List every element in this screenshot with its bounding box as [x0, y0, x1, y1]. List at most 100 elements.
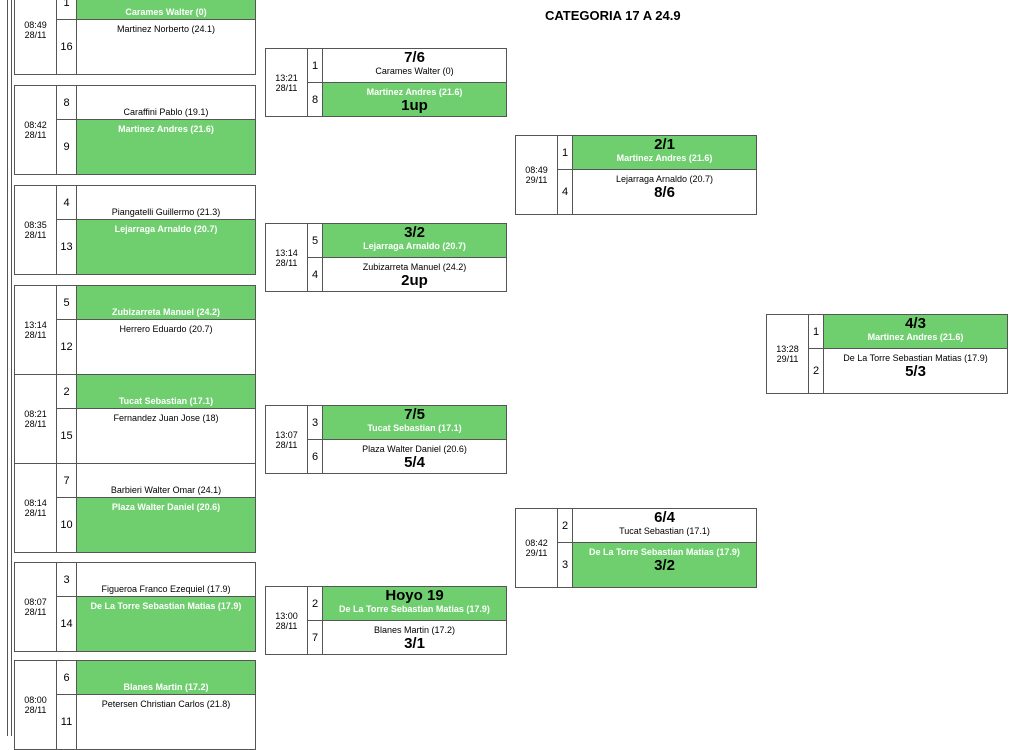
seed-top: 2: [308, 587, 323, 621]
match-time-date: 28/11: [24, 130, 47, 140]
player-top-row[interactable]: Figueroa Franco Ezequiel (17.9): [77, 563, 255, 597]
match-time-date: 28/11: [24, 230, 47, 240]
player-top-row[interactable]: Piangatelli Guillermo (21.3): [77, 186, 255, 220]
player-top-name: Figueroa Franco Ezequiel (17.9): [101, 584, 231, 594]
player-bottom-name: Lejarraga Arnaldo (20.7): [615, 174, 714, 184]
player-top-name: Tucat Sebastian (17.1): [367, 423, 462, 433]
player-top-name: Blanes Martin (17.2): [123, 682, 209, 692]
match-time-hour: 08:42: [24, 120, 47, 130]
player-bottom-name: Plaza Walter Daniel (20.6): [111, 502, 221, 512]
player-top-row[interactable]: Blanes Martin (17.2): [77, 661, 255, 695]
player-bottom-name: Fernandez Juan Jose (18): [113, 413, 219, 423]
score-bottom: 3/1: [404, 635, 425, 652]
player-top-row[interactable]: Tucat Sebastian (17.1): [77, 375, 255, 409]
seed-bottom: 9: [57, 120, 77, 174]
match-time-date: 28/11: [275, 620, 298, 631]
seed-top: 5: [308, 224, 323, 258]
score-top: 7/5: [404, 406, 425, 423]
player-bottom-row[interactable]: De La Torre Sebastian Matias (17.9)5/3: [824, 349, 1007, 393]
match-time-hour: 08:35: [24, 220, 47, 230]
match-time-hour: 08:49: [24, 20, 47, 30]
seed-top: 1: [308, 49, 323, 83]
score-top: 4/3: [905, 315, 926, 332]
seed-bottom: 15: [57, 409, 77, 463]
player-top-row[interactable]: Caraffini Pablo (19.1): [77, 86, 255, 120]
score-top: Hoyo 19: [385, 587, 444, 604]
match-time-date: 29/11: [525, 175, 548, 185]
player-top-name: Caraffini Pablo (19.1): [123, 107, 209, 117]
player-bottom-name: Lejarraga Arnaldo (20.7): [114, 224, 218, 234]
player-top-row[interactable]: Carames Walter (0): [77, 0, 255, 20]
score-bottom: 5/3: [905, 363, 926, 380]
player-bottom-row[interactable]: Martinez Andres (21.6)1up: [323, 83, 506, 116]
seed-top: 3: [57, 563, 77, 597]
match-time-hour: 13:21: [275, 72, 298, 83]
score-top: 3/2: [404, 224, 425, 241]
player-bottom-row[interactable]: Martinez Andres (21.6): [77, 120, 255, 174]
match-time-date: 28/11: [275, 82, 298, 93]
left-border-line: [7, 0, 8, 736]
match-time-date: 28/11: [24, 705, 47, 715]
seed-bottom: 6: [308, 440, 323, 473]
seed-top: 2: [57, 375, 77, 409]
player-bottom-row[interactable]: Zubizarreta Manuel (24.2)2up: [323, 258, 506, 291]
category-title: CATEGORIA 17 A 24.9: [545, 8, 681, 23]
seed-top: 3: [308, 406, 323, 440]
seed-bottom: 12: [57, 320, 77, 374]
player-bottom-row[interactable]: Lejarraga Arnaldo (20.7)8/6: [573, 170, 756, 214]
player-bottom-name: De La Torre Sebastian Matias (17.9): [843, 353, 988, 363]
player-top-row[interactable]: Zubizarreta Manuel (24.2): [77, 286, 255, 320]
player-bottom-row[interactable]: De La Torre Sebastian Matias (17.9): [77, 597, 255, 651]
seed-bottom: 16: [57, 20, 77, 74]
match-time-date: 28/11: [24, 30, 47, 40]
player-top-name: Martinez Andres (21.6): [616, 153, 713, 163]
player-bottom-row[interactable]: De La Torre Sebastian Matias (17.9)3/2: [573, 543, 756, 587]
player-top-name: Lejarraga Arnaldo (20.7): [363, 241, 466, 251]
seed-top: 5: [57, 286, 77, 320]
player-bottom-row[interactable]: Herrero Eduardo (20.7): [77, 320, 255, 374]
seed-top: 7: [57, 464, 77, 498]
seed-bottom: 7: [308, 621, 323, 654]
player-bottom-row[interactable]: Lejarraga Arnaldo (20.7): [77, 220, 255, 274]
match-time-hour: 08:14: [24, 498, 47, 508]
player-bottom-row[interactable]: Martinez Norberto (24.1): [77, 20, 255, 74]
player-bottom-name: Herrero Eduardo (20.7): [119, 324, 213, 334]
player-top-row[interactable]: Barbieri Walter Omar (24.1): [77, 464, 255, 498]
score-bottom: 5/4: [404, 454, 425, 471]
player-bottom-row[interactable]: Plaza Walter Daniel (20.6): [77, 498, 255, 552]
player-bottom-row[interactable]: Blanes Martin (17.2)3/1: [323, 621, 506, 654]
match-time-hour: 13:07: [275, 429, 298, 440]
player-bottom-row[interactable]: Plaza Walter Daniel (20.6)5/4: [323, 440, 506, 473]
seed-top: 1: [809, 315, 824, 349]
match-time-date: 28/11: [275, 439, 298, 450]
player-bottom-name: Petersen Christian Carlos (21.8): [101, 699, 231, 709]
player-bottom-row[interactable]: Fernandez Juan Jose (18): [77, 409, 255, 463]
player-bottom-row[interactable]: Petersen Christian Carlos (21.8): [77, 695, 255, 749]
